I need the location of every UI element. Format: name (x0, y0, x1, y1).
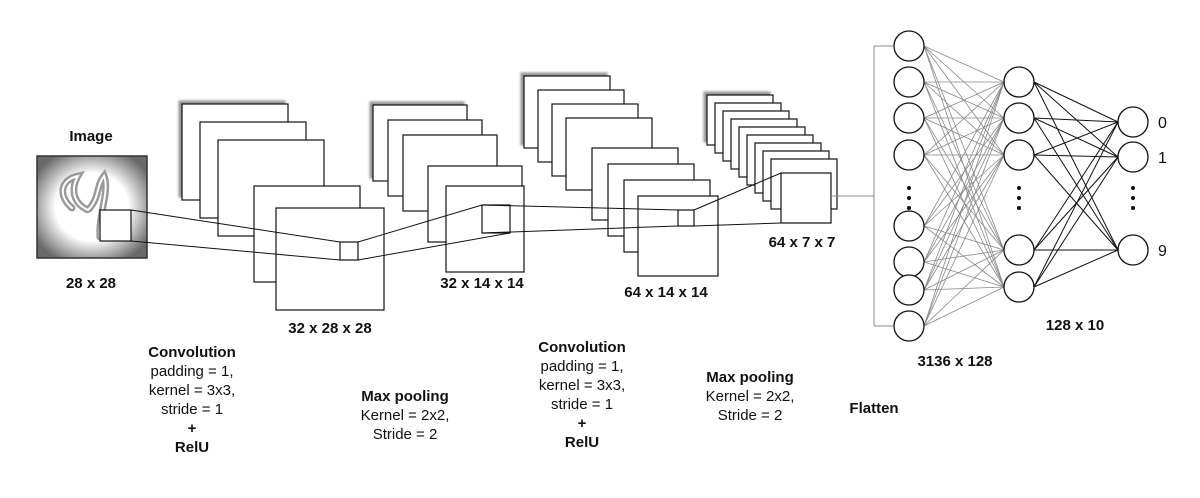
conv2-description: Convolution padding = 1, kernel = 3x3, s… (512, 338, 652, 452)
connection-edge (923, 81, 1005, 327)
connection-edge (1033, 121, 1119, 156)
conv2-activation: RelU (564, 434, 600, 451)
connection-edge (1033, 121, 1119, 251)
neuron-node (893, 30, 925, 62)
conv1-param: stride = 1 (160, 401, 224, 418)
conv1-dim: 32 x 28 x 28 (288, 320, 372, 337)
pool1-param: Kernel = 2x2, (360, 407, 450, 424)
connection-edge (1033, 121, 1119, 288)
pool1-param: Stride = 2 (372, 426, 438, 443)
neuron-node (1117, 141, 1149, 173)
neuron-node (893, 139, 925, 171)
conv2-param: kernel = 3x3, (538, 377, 626, 394)
neuron-node (1003, 102, 1035, 134)
connection-edge (923, 45, 1005, 83)
connection-edge (923, 45, 1005, 251)
output-label-9: 9 (1158, 243, 1167, 260)
neuron-node (1117, 106, 1149, 138)
pool1-heading: Max pooling (361, 388, 449, 405)
neuron-node (893, 246, 925, 278)
connection-edge (923, 81, 1005, 263)
fc2-connections (1033, 81, 1119, 288)
receptive-field-lines (130, 172, 782, 261)
pool2-description: Max pooling Kernel = 2x2, Stride = 2 (690, 368, 810, 425)
connection-edge (923, 225, 1005, 288)
pool2-dim: 64 x 7 x 7 (768, 234, 836, 251)
fc1-dim: 3136 x 128 (917, 353, 993, 370)
connection-edge (923, 117, 1005, 251)
conv2-param: stride = 1 (550, 396, 614, 413)
conv2-heading: Convolution (538, 339, 626, 356)
output-label-1: 1 (1158, 150, 1167, 167)
flatten-connector (831, 45, 893, 327)
connection-edge (1033, 154, 1119, 251)
fc-neurons (893, 30, 1149, 342)
connection-edge (923, 154, 1005, 263)
pool2-param: Stride = 2 (717, 407, 783, 424)
conv1-heading: Convolution (148, 344, 236, 361)
conv2-param: padding = 1, (540, 358, 624, 375)
conv1-param: kernel = 3x3, (148, 382, 236, 399)
neuron-node (893, 102, 925, 134)
connection-edge (923, 249, 1005, 291)
pool2-param: Kernel = 2x2, (705, 388, 795, 405)
input-dim: 28 x 28 (65, 275, 117, 292)
connection-edge (923, 81, 1005, 156)
conv1-plus: + (187, 420, 197, 437)
conv2-dim: 64 x 14 x 14 (624, 284, 708, 301)
neuron-node (1003, 271, 1035, 303)
connection-edge (923, 154, 1005, 251)
neuron-node (1003, 66, 1035, 98)
fc2-dim: 128 x 10 (1045, 317, 1105, 334)
connection-edge (923, 81, 1005, 119)
connection-edge (1033, 154, 1119, 158)
connection-edge (1033, 117, 1119, 123)
output-label-0: 0 (1158, 115, 1167, 132)
neuron-node (1003, 139, 1035, 171)
neuron-node (893, 210, 925, 242)
connection-edge (923, 117, 1005, 156)
conv2-feature-maps (523, 75, 719, 277)
connection-edge (923, 261, 1005, 288)
pool1-description: Max pooling Kernel = 2x2, Stride = 2 (345, 387, 465, 444)
pool2-heading: Max pooling (706, 369, 794, 386)
connection-edge (923, 81, 1005, 251)
pool2-feature-maps (706, 94, 838, 224)
conv1-description: Convolution padding = 1, kernel = 3x3, s… (122, 343, 262, 457)
flatten-label: Flatten (849, 400, 899, 417)
conv1-activation: RelU (174, 439, 210, 456)
pool1-feature-maps (372, 104, 525, 273)
pool1-dim: 32 x 14 x 14 (440, 275, 524, 292)
connection-edge (1033, 249, 1119, 288)
connection-edge (1033, 156, 1119, 288)
connection-edge (923, 249, 1005, 263)
connection-edge (923, 45, 1005, 156)
conv1-feature-maps (181, 103, 385, 311)
neuron-node (1003, 234, 1035, 266)
fc1-connections (923, 45, 1005, 327)
connection-edge (1033, 81, 1119, 251)
connection-edge (923, 225, 1005, 251)
connection-edge (923, 249, 1005, 327)
neuron-node (893, 66, 925, 98)
connection-edge (923, 81, 1005, 227)
connection-edge (923, 81, 1005, 291)
connection-edge (923, 286, 1005, 327)
connection-edge (1033, 117, 1119, 251)
conv2-plus: + (577, 415, 587, 432)
connection-edge (923, 154, 1005, 327)
neuron-node (893, 274, 925, 306)
neuron-node (893, 310, 925, 342)
connection-edge (923, 117, 1005, 263)
conv1-param: padding = 1, (150, 363, 234, 380)
input-image (36, 155, 148, 259)
connection-edge (1033, 81, 1119, 123)
layer-ellipsis-dots (907, 186, 1135, 210)
input-title: Image (69, 128, 113, 145)
connection-edge (923, 117, 1005, 327)
neuron-node (1117, 234, 1149, 266)
